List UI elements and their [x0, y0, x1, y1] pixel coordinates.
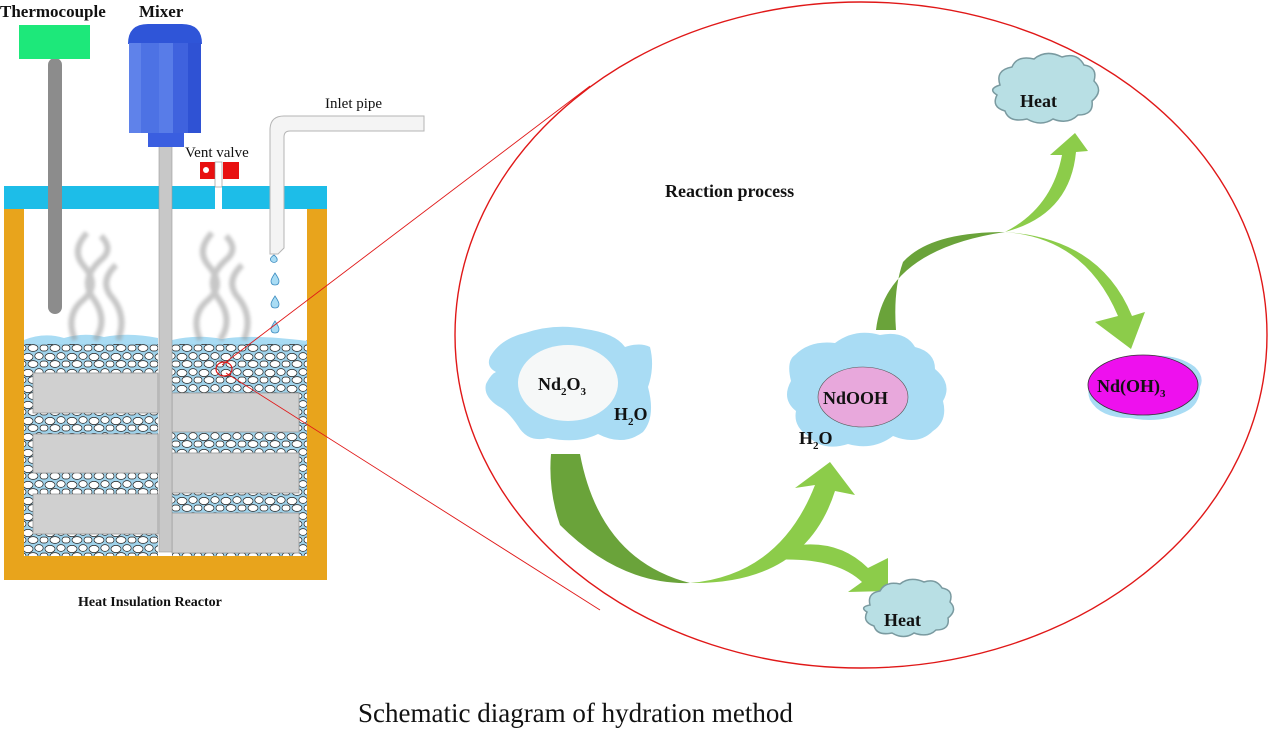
- arrow-to-heat-lower: [770, 544, 888, 592]
- tray: [171, 512, 300, 554]
- arrow-nd2o3-to-ndooh: [550, 454, 855, 584]
- tray: [32, 493, 159, 535]
- reaction-process-title: Reaction process: [665, 181, 794, 201]
- ndooh-particle: [787, 332, 947, 447]
- water-droplet-icon: [270, 254, 280, 334]
- zoom-line-lower: [225, 372, 601, 611]
- reaction-zoom-ellipse: [454, 1, 1268, 669]
- reactor-wall-right: [307, 208, 327, 580]
- zoom-line-upper: [221, 85, 591, 366]
- heat-cloud-lower: [862, 578, 955, 638]
- zoom-focus-circle: [215, 361, 233, 377]
- water-label-1: H2O: [614, 404, 648, 428]
- inlet-pipe: [269, 115, 425, 255]
- reactor-wall-bottom: [4, 556, 327, 580]
- reactor-wall-left: [4, 208, 24, 580]
- water-label-2: H2O: [799, 428, 833, 452]
- mixer-shaft: [158, 145, 173, 553]
- ndoh3-particle: [1087, 354, 1202, 420]
- heat-cloud-upper: [991, 52, 1100, 124]
- heat-label-upper: Heat: [1020, 91, 1057, 111]
- nd2o3-particle: [485, 326, 653, 441]
- heat-label-lower: Heat: [884, 610, 921, 630]
- mixer-label: Mixer: [139, 2, 184, 21]
- tray: [171, 452, 300, 494]
- thermocouple-head: [19, 25, 90, 59]
- tray: [32, 372, 159, 414]
- vent-valve-label: Vent valve: [185, 145, 249, 161]
- arrow-to-heat-upper: [1005, 133, 1088, 232]
- arrow-ndooh-to-ndoh3: [876, 232, 1145, 349]
- steam-icon: [68, 230, 251, 342]
- thermocouple-rod: [48, 58, 62, 314]
- tray: [32, 433, 159, 474]
- tray: [171, 392, 300, 433]
- reactor: Thermocouple Mixer Vent valve Inlet pipe…: [0, 2, 425, 610]
- reactor-lid-left: [4, 186, 215, 209]
- thermocouple-label: Thermocouple: [0, 2, 106, 21]
- mixer-motor: [128, 24, 202, 147]
- ndooh-label: NdOOH: [823, 388, 888, 408]
- inlet-pipe-label: Inlet pipe: [325, 96, 382, 112]
- vent-valve-icon: [200, 161, 239, 188]
- ndoh3-label: Nd(OH)3: [1097, 376, 1166, 400]
- reactor-caption: Heat Insulation Reactor: [78, 595, 222, 610]
- figure-title: Schematic diagram of hydration method: [358, 698, 793, 728]
- nd2o3-label: Nd2O3: [538, 374, 587, 398]
